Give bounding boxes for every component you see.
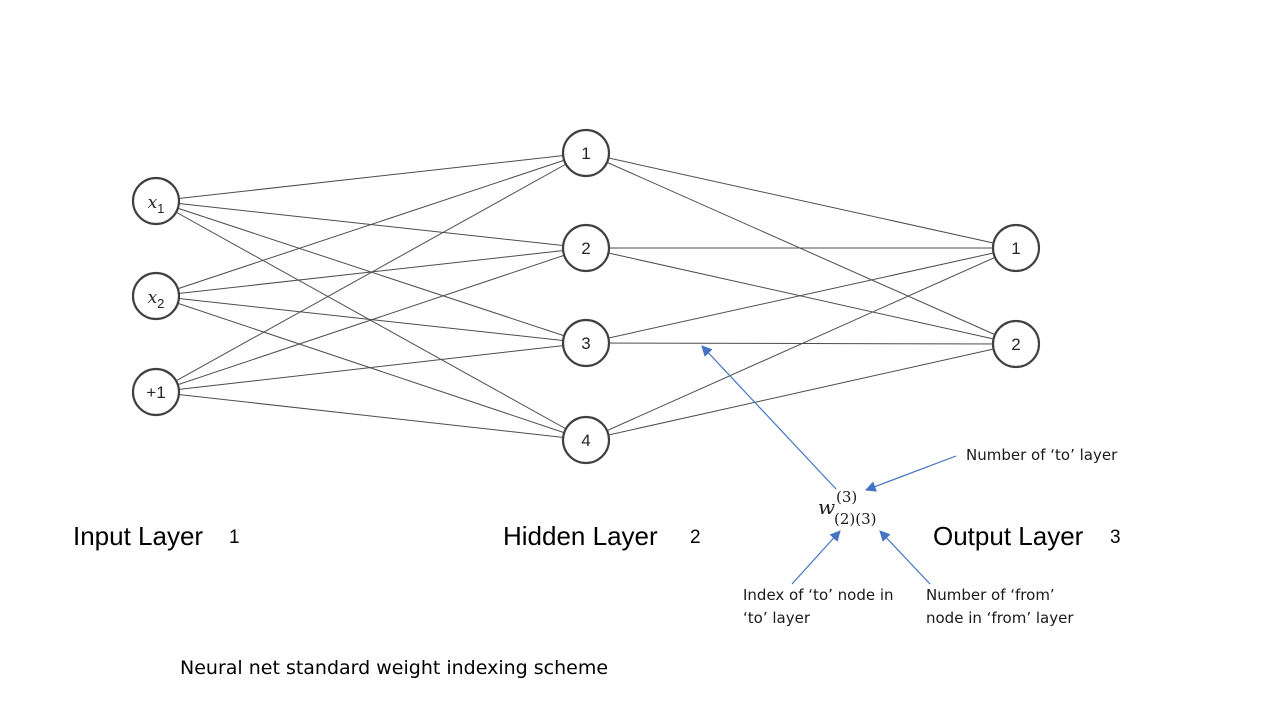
weight-subscript: (2)(3) — [834, 510, 877, 528]
x2-var: x — [148, 288, 158, 308]
annotation-to-layer: Number of ‘to’ layer — [966, 446, 1118, 464]
hidden-layer-number: 2 — [690, 527, 701, 548]
edge-h1-o1 — [585, 152, 1017, 249]
hidden-node-2-label: 2 — [581, 239, 590, 258]
output-layer-title: Output Layer — [933, 521, 1084, 551]
input-layer-title: Input Layer — [73, 521, 203, 551]
edge-bias-h4 — [155, 391, 587, 441]
hidden-node-2: 2 — [561, 223, 611, 273]
svg-text:x2: x2 — [148, 288, 165, 311]
arrow-to-superscript — [864, 455, 957, 492]
annotation-to-node-line1: Index of ‘to’ node in — [743, 586, 894, 604]
hidden-node-4-label: 4 — [581, 431, 590, 450]
edge-bias-h1 — [155, 152, 587, 393]
input-layer-number: 1 — [229, 527, 240, 548]
annotation-from-node-line2: node in ‘from’ layer — [926, 609, 1074, 627]
annotation-from-node-line1: Number of ‘from’ — [926, 586, 1055, 604]
input-hidden-edges — [155, 152, 587, 441]
output-node-2-label: 2 — [1011, 335, 1020, 354]
input-node-x2: x2 — [131, 271, 181, 321]
input-node-bias: +1 — [131, 367, 181, 417]
x2-sub: 2 — [157, 296, 164, 311]
edge-bias-h3 — [155, 342, 587, 393]
edge-h4-o2 — [585, 343, 1017, 441]
hidden-node-3-label: 3 — [581, 334, 590, 353]
edge-x2-h1 — [155, 152, 587, 297]
arrow-to-to-node-index — [791, 530, 841, 585]
arrow-to-from-node-index — [879, 530, 931, 585]
hidden-node-4: 4 — [561, 415, 611, 465]
weight-notation: w (3) (2)(3) — [818, 488, 877, 528]
output-node-2: 2 — [991, 319, 1041, 369]
weight-symbol: w — [818, 495, 835, 519]
output-node-1: 1 — [991, 223, 1041, 273]
input-node-x1: x1 — [131, 176, 181, 226]
x1-var: x — [148, 193, 158, 213]
output-node-1-label: 1 — [1011, 239, 1020, 258]
weight-superscript: (3) — [836, 488, 857, 506]
edge-bias-h2 — [155, 247, 587, 393]
annotation-arrows — [701, 345, 957, 585]
hidden-output-edges — [585, 152, 1017, 441]
edge-h3-o1 — [585, 247, 1017, 344]
bias-label: +1 — [146, 383, 165, 402]
annotation-to-node-line2: ‘to’ layer — [743, 609, 811, 627]
diagram-caption: Neural net standard weight indexing sche… — [180, 657, 608, 679]
x1-sub: 1 — [157, 201, 164, 216]
arrow-to-edge — [701, 345, 837, 490]
output-layer-number: 3 — [1110, 527, 1121, 548]
hidden-node-1-label: 1 — [581, 144, 590, 163]
edge-h4-o1 — [585, 247, 1017, 441]
hidden-node-1: 1 — [561, 128, 611, 178]
edge-x1-h1 — [155, 152, 587, 202]
hidden-layer-title: Hidden Layer — [503, 521, 658, 551]
svg-text:x1: x1 — [148, 193, 165, 216]
hidden-node-3: 3 — [561, 318, 611, 368]
